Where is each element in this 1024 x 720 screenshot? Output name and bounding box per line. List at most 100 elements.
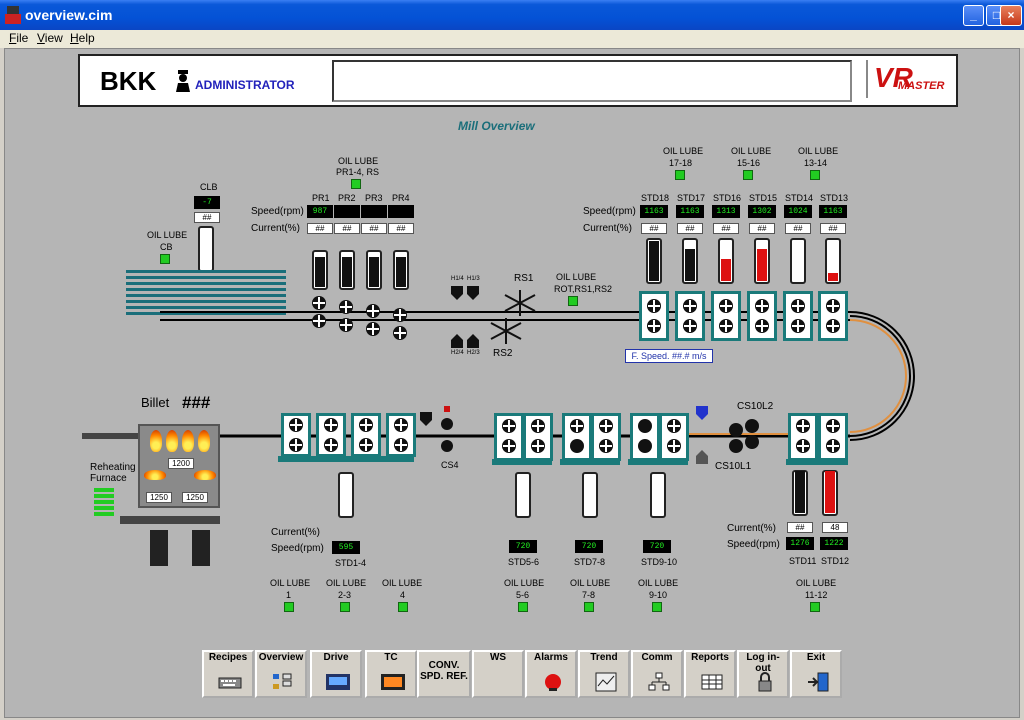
std14-roughing-motor xyxy=(338,472,354,518)
roughing-base xyxy=(278,456,414,462)
std12-roll-top xyxy=(826,419,840,433)
fin-current-label: Current(%) xyxy=(583,223,632,234)
std13-roll-top xyxy=(826,299,840,313)
std13-current: ## xyxy=(820,223,846,234)
std10-roll-bottom xyxy=(667,439,681,453)
finishing-speed-display: F. Speed. ##.# m/s xyxy=(625,349,713,363)
trend-button[interactable]: Trend xyxy=(578,650,630,698)
menu-view[interactable]: View xyxy=(37,31,63,45)
menu-help[interactable]: Help xyxy=(70,31,95,45)
oil-lube-78-indicator xyxy=(584,602,594,612)
std11-speed: 1276 xyxy=(786,537,814,550)
oil-lube-1718-label: OIL LUBE xyxy=(663,146,704,156)
recipes-button[interactable]: Recipes xyxy=(202,650,254,698)
window-title: overview.cim xyxy=(25,7,113,23)
oil-lube-1-label: OIL LUBE xyxy=(270,578,311,588)
oil-lube-4-indicator xyxy=(398,602,408,612)
furnace-temp-1: 1200 xyxy=(168,458,194,469)
user-name: ADMINISTRATOR xyxy=(195,78,295,92)
std17-roll-bottom xyxy=(683,319,697,333)
oil-lube-56-sub: 5-6 xyxy=(516,590,530,600)
overview-icon xyxy=(273,673,292,689)
std11-current: ## xyxy=(787,522,813,533)
oil-lube-1718-indicator xyxy=(675,170,685,180)
std14-name: STD14 xyxy=(785,193,814,203)
std18-current: ## xyxy=(641,223,667,234)
exit-button[interactable]: Exit xyxy=(790,650,842,698)
std14-current: ## xyxy=(785,223,811,234)
cooling-bed xyxy=(126,270,286,315)
flame-icon xyxy=(194,470,216,480)
std56-motor xyxy=(515,472,531,518)
overview-label: Overview xyxy=(258,652,304,663)
overview-button[interactable]: Overview xyxy=(255,650,307,698)
comm-button[interactable]: Comm xyxy=(631,650,683,698)
log-in-out-button[interactable]: Log in-out xyxy=(737,650,789,698)
std13-roll-bottom xyxy=(826,319,840,333)
pr3-name: PR3 xyxy=(365,193,383,203)
tc-button[interactable]: TC xyxy=(365,650,417,698)
std56-label: STD5-6 xyxy=(508,557,540,567)
oil-lube-1516-indicator xyxy=(743,170,753,180)
oil-lube-910-indicator xyxy=(652,602,662,612)
shear-bottom-icons xyxy=(451,334,479,348)
oil-lube-rot-sub: ROT,RS1,RS2 xyxy=(554,284,613,294)
pr1-roll-top xyxy=(312,296,326,310)
pr1-motor xyxy=(312,250,328,290)
std15-name: STD15 xyxy=(749,193,778,203)
std910-base xyxy=(628,459,688,465)
drive-icon xyxy=(326,674,350,690)
ws-button[interactable]: WS xyxy=(472,650,524,698)
pr2-speed xyxy=(334,205,360,218)
cs10l2-label: CS10L2 xyxy=(737,401,774,412)
drive-label: Drive xyxy=(323,652,349,663)
reports-label: Reports xyxy=(691,652,729,663)
oil-lube-23-label: OIL LUBE xyxy=(326,578,367,588)
alarms-button[interactable]: Alarms xyxy=(525,650,577,698)
std8-roll-top xyxy=(599,419,613,433)
std16-name: STD16 xyxy=(713,193,742,203)
oil-lube-pr-label: OIL LUBE xyxy=(338,156,379,166)
std17-speed: 1163 xyxy=(676,205,704,218)
plant-name: BKK xyxy=(100,66,157,96)
pr1-name: PR1 xyxy=(312,193,330,203)
oil-lube-1-indicator xyxy=(284,602,294,612)
oil-lube-cb-label: OIL LUBE xyxy=(147,230,188,240)
tc-icon xyxy=(381,674,405,690)
oil-lube-1314-indicator xyxy=(810,170,820,180)
pr4-name: PR4 xyxy=(392,193,410,203)
clb-label: CLB xyxy=(200,182,218,192)
cs10l1-label: CS10L1 xyxy=(715,461,752,472)
std2-roll-top xyxy=(324,418,338,432)
oil-lube-1718-sub: 17-18 xyxy=(669,158,693,168)
comm-label: Comm xyxy=(641,652,673,663)
pr4-speed xyxy=(388,205,414,218)
vr-master-logo: VR MASTER xyxy=(866,60,946,98)
std12-speed: 1222 xyxy=(820,537,848,550)
charging-table xyxy=(82,433,138,439)
std15-roll-bottom xyxy=(755,319,769,333)
furnace-label: Reheating Furnace xyxy=(90,462,136,484)
drive-button[interactable]: Drive xyxy=(310,650,362,698)
minimize-button[interactable]: _ xyxy=(963,5,984,26)
std14-roll-bottom xyxy=(791,319,805,333)
reports-button[interactable]: Reports xyxy=(684,650,736,698)
std15-current: ## xyxy=(749,223,775,234)
network-icon xyxy=(648,672,670,691)
oil-lube-1112-label: OIL LUBE xyxy=(796,578,837,588)
flame-icon xyxy=(150,430,162,452)
pr2-motor xyxy=(339,250,355,290)
close-button[interactable]: × xyxy=(1000,5,1022,26)
std6-stand xyxy=(523,413,553,461)
pusher-2 xyxy=(192,530,210,566)
oil-lube-rot-indicator xyxy=(568,296,578,306)
ws-label: WS xyxy=(489,652,507,663)
menu-file[interactable]: File xyxy=(9,31,29,45)
std17-current: ## xyxy=(677,223,703,234)
oil-lube-pr-indicator xyxy=(351,179,361,189)
std7-roll-bottom xyxy=(570,439,584,453)
nav-toolbar: Recipes Overview Drive TC CONV. SPD. REF… xyxy=(200,650,842,700)
oil-lube-rot-label: OIL LUBE xyxy=(556,272,597,282)
conv-spd-ref-button[interactable]: CONV. SPD. REF. xyxy=(417,650,471,698)
